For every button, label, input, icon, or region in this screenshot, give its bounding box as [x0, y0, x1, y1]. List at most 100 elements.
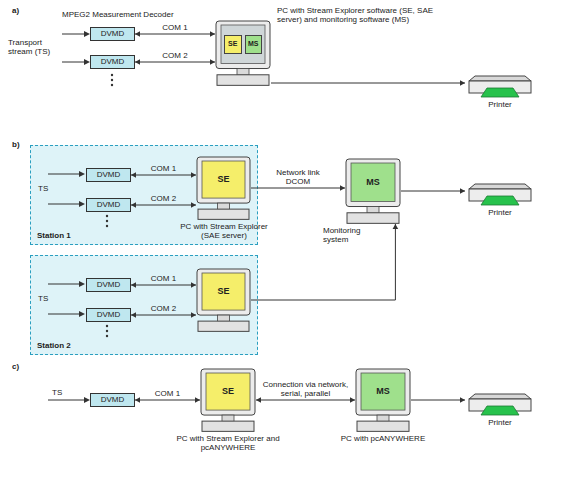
screen-label: MS	[361, 373, 405, 410]
connector-line	[271, 83, 465, 84]
monitor-outline	[345, 158, 401, 224]
monitor-neck	[237, 69, 249, 76]
monitor-screen	[351, 163, 395, 202]
printer: Printer	[465, 68, 535, 98]
pc-workstation: SEPC with Stream Explorer (SAE server)	[196, 156, 251, 220]
station-group: Station 2 DVMD DVMD SE	[30, 255, 258, 355]
connector-label: COM 1	[143, 389, 193, 398]
text-label: TS	[38, 184, 48, 193]
arrowhead	[350, 397, 355, 403]
computer-base	[202, 421, 254, 431]
arrowhead	[460, 397, 465, 403]
connector-line	[135, 34, 215, 35]
printer-paper	[481, 406, 519, 415]
printer-top	[469, 184, 531, 189]
printer: Printer	[465, 386, 535, 416]
monitor-screen	[202, 273, 245, 310]
monitor-neck	[367, 207, 379, 214]
monitor-neck	[377, 415, 389, 421]
pc-caption: PC with Stream Explorer and pcANYWHERE	[175, 434, 281, 452]
arrowhead	[460, 80, 465, 86]
connector-label: COM 1	[139, 274, 189, 283]
text-label: c)	[12, 362, 19, 371]
pc-workstation: SEMSPC with Stream Explorer software (SE…	[215, 20, 271, 86]
ts-line	[48, 400, 85, 401]
connector-line	[251, 224, 395, 300]
station-label: Station 2	[37, 341, 71, 350]
screen-label: SE	[202, 161, 245, 198]
monitor-case	[201, 369, 255, 415]
pc-caption: PC with Stream Explorer software (SE, SA…	[277, 6, 437, 24]
decoder-label: DVMD	[101, 57, 125, 66]
ts-line	[62, 34, 85, 35]
connector	[411, 397, 465, 403]
printer-top	[469, 76, 531, 81]
monitor-neck	[218, 203, 230, 209]
connector	[251, 224, 398, 300]
text-label: a)	[12, 6, 19, 15]
computer-base	[357, 421, 409, 431]
arrowhead	[210, 31, 215, 37]
monitor-case	[216, 21, 270, 69]
connector-label: COM 1	[139, 164, 189, 173]
computer-base	[347, 213, 399, 224]
monitor-case	[197, 157, 250, 203]
arrowhead	[393, 224, 399, 229]
connector-line	[411, 400, 465, 401]
decoder-label: DVMD	[101, 395, 125, 404]
connector	[256, 397, 355, 403]
connector-line	[251, 188, 345, 189]
decoder-box: DVMD	[86, 198, 131, 212]
printer-caption: Printer	[465, 418, 535, 427]
screen-app-box: SE	[224, 35, 242, 54]
printer-outline	[465, 176, 535, 206]
decoder-label: DVMD	[97, 280, 121, 289]
text-label: TS	[52, 388, 62, 397]
ts-line	[62, 62, 85, 63]
dot	[111, 79, 113, 81]
pc-caption: PC with pcANYWHERE	[335, 434, 431, 443]
printer-outline	[465, 68, 535, 98]
monitor-outline	[355, 368, 411, 432]
monitor-case	[356, 369, 410, 415]
text-label: TS	[38, 294, 48, 303]
screen-label: MS	[351, 163, 395, 202]
arrowhead	[460, 188, 465, 194]
monitor-outline	[196, 156, 251, 220]
monitor-outline	[200, 368, 256, 432]
printer-top	[469, 394, 531, 399]
printer-paper	[481, 88, 519, 97]
connector-label: Connection via network, serial, parallel	[256, 380, 356, 398]
arrowhead	[195, 397, 200, 403]
connector-line	[256, 400, 355, 401]
decoder-label: DVMD	[97, 310, 121, 319]
monitor-neck	[218, 315, 230, 321]
computer-base	[198, 209, 249, 219]
pc-caption: Monitoring system	[323, 226, 387, 244]
decoder-box: DVMD	[86, 278, 131, 292]
arrowhead	[256, 397, 261, 403]
text-label: Transport stream (TS)	[8, 38, 60, 56]
dot	[111, 84, 113, 86]
pc-workstation: MSMonitoring system	[345, 158, 401, 224]
monitor-screen	[221, 25, 265, 64]
screen-label: SE	[206, 373, 250, 410]
arrowhead	[135, 59, 140, 65]
decoder-box: DVMD	[86, 308, 131, 322]
connector-label: Network link DCOM	[263, 168, 333, 186]
monitor-outline	[196, 268, 251, 332]
pc-workstation: SE	[196, 268, 251, 332]
arrowhead	[135, 31, 140, 37]
decoder-box: DVMD	[90, 27, 135, 41]
monitor-case	[346, 159, 400, 207]
decoder-box: DVMD	[90, 55, 135, 69]
monitor-screen	[202, 161, 245, 198]
arrowhead	[340, 185, 345, 191]
dot	[111, 74, 113, 76]
connector	[271, 80, 465, 86]
decoder-box: DVMD	[90, 393, 135, 407]
text-label: b)	[12, 140, 20, 149]
connector	[135, 397, 200, 403]
connector	[135, 31, 215, 37]
connector-line	[401, 191, 465, 192]
